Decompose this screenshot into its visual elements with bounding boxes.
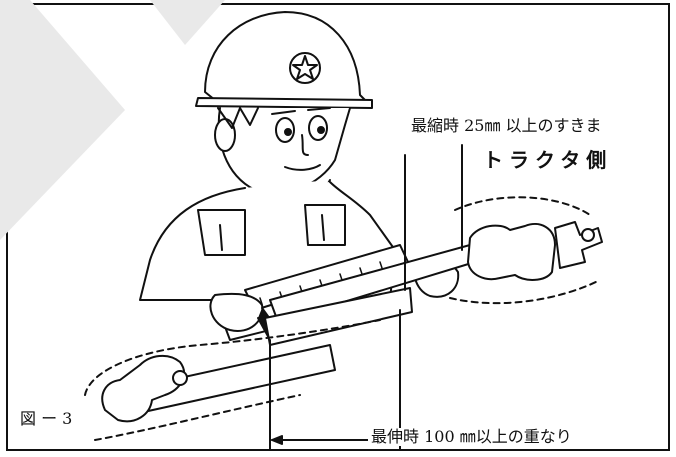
pocket-right [305, 205, 345, 245]
watermark-triangle-left [0, 0, 125, 240]
figure-number: 図 ー 3 [16, 409, 76, 429]
watermark-triangle-right [150, 0, 225, 45]
tractor-side-label: トラクタ側 [483, 150, 612, 170]
helmet-brim [196, 98, 372, 108]
ear [215, 119, 235, 151]
hand-left [210, 294, 262, 331]
helmet [205, 12, 365, 100]
pto-end [555, 222, 602, 268]
clearance-label: 最縮時 25㎜ 以上のすきま [411, 118, 602, 134]
overlap-label: 最伸時 100 ㎜以上の重なり [368, 428, 575, 446]
upper-joint [468, 224, 555, 280]
